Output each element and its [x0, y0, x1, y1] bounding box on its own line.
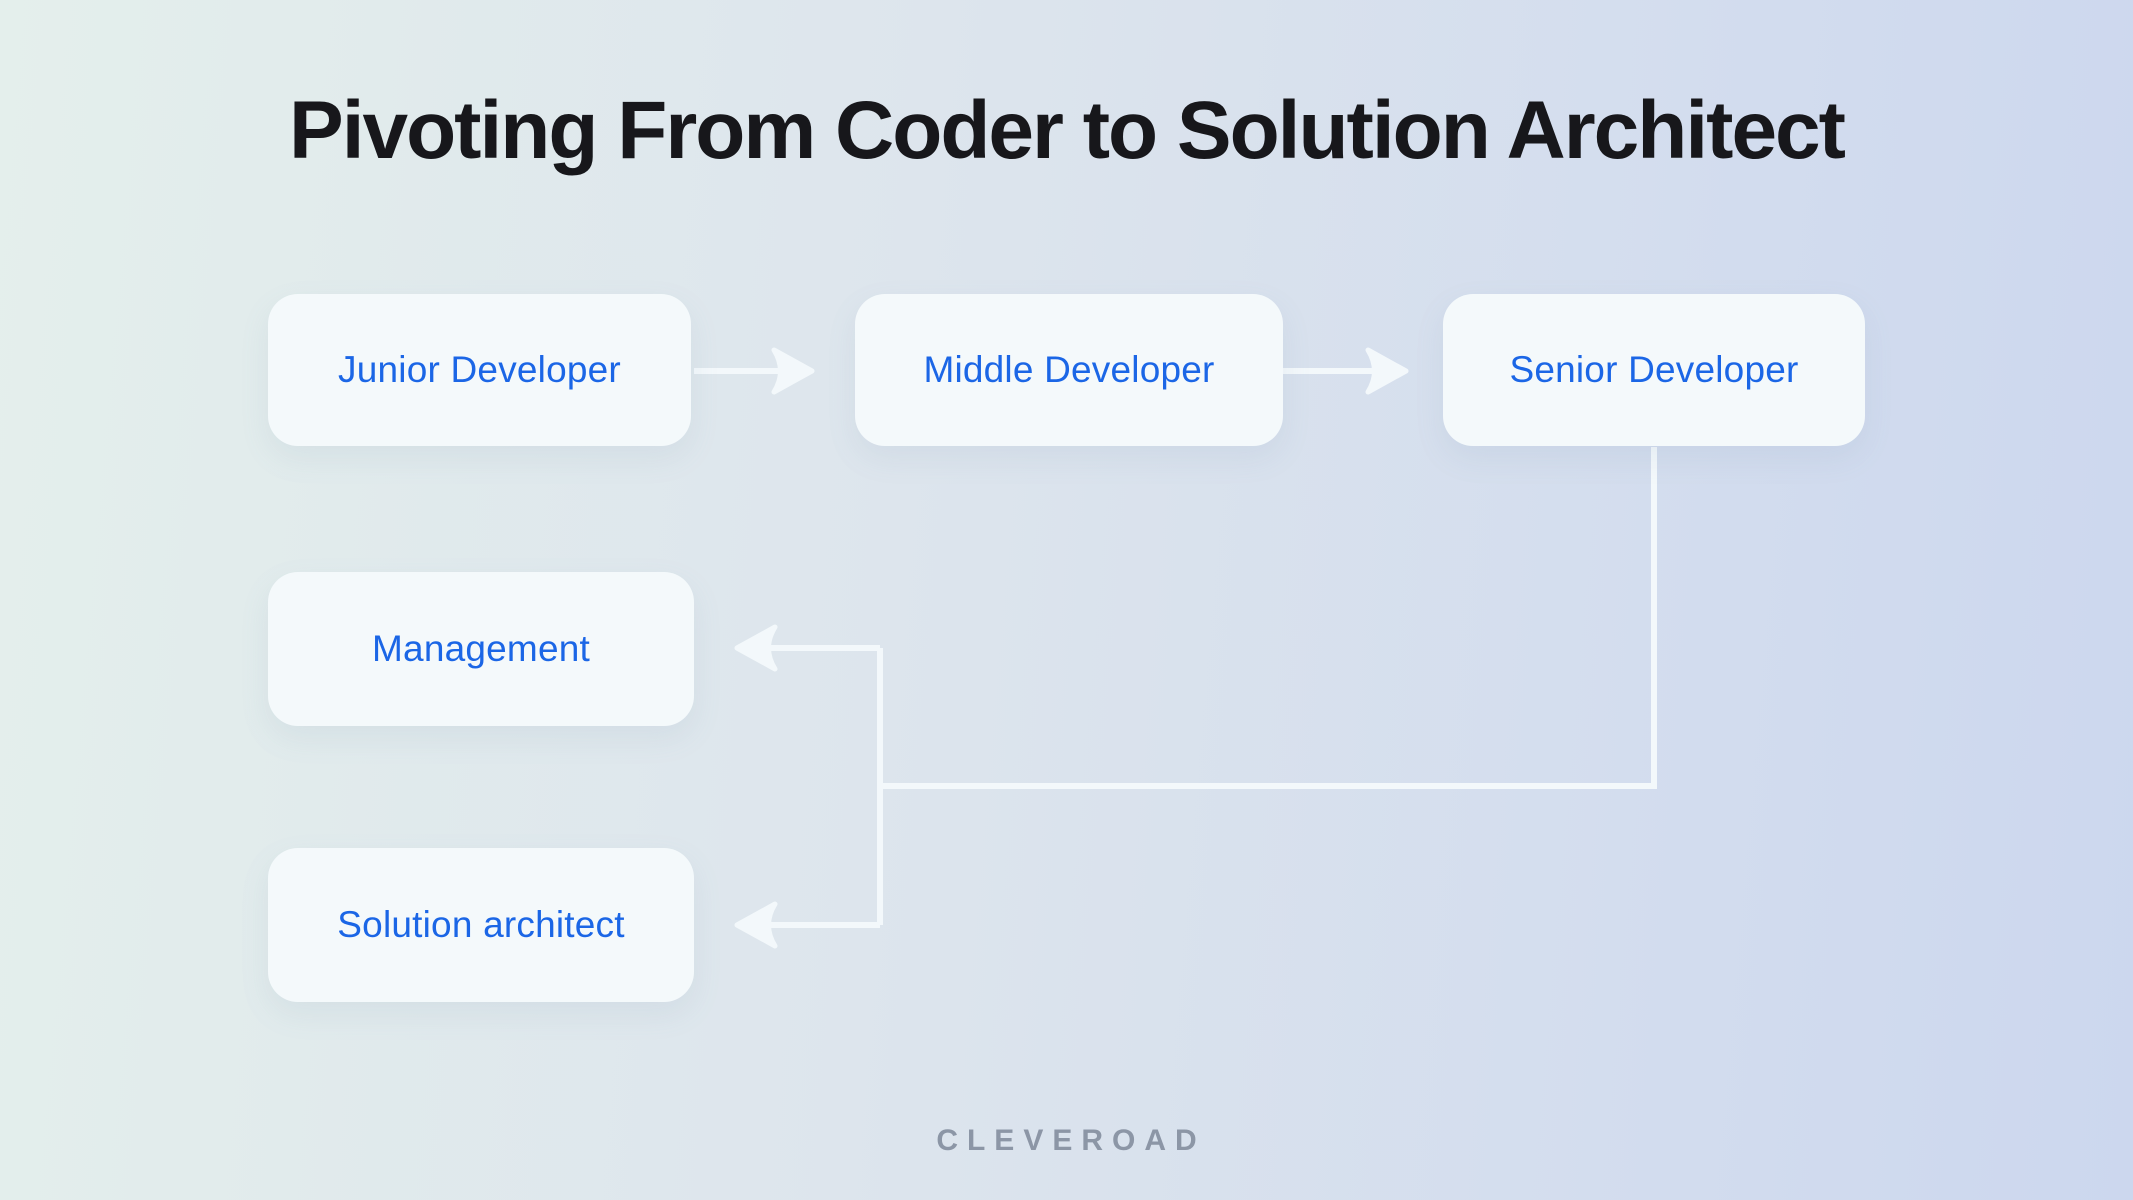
node-label: Junior Developer [338, 349, 621, 390]
node-label: Middle Developer [923, 349, 1215, 390]
cleveroad-logo: CLEVEROAD [936, 1124, 1206, 1157]
page-title: Pivoting From Coder to Solution Architec… [289, 85, 1846, 176]
node-label: Management [372, 628, 590, 669]
node-senior-developer: Senior Developer [1443, 294, 1865, 446]
arrow-to-solution-architect [734, 901, 880, 949]
node-middle-developer: Middle Developer [855, 294, 1283, 446]
node-management: Management [268, 572, 694, 726]
node-label: Senior Developer [1509, 349, 1799, 390]
arrow-middle-to-senior [1283, 347, 1409, 395]
node-solution-architect: Solution architect [268, 848, 694, 1002]
arrow-to-management [734, 624, 880, 672]
connector-senior-branch [877, 447, 1657, 925]
node-label: Solution architect [337, 904, 625, 945]
arrow-junior-to-middle [694, 347, 815, 395]
node-junior-developer: Junior Developer [268, 294, 691, 446]
